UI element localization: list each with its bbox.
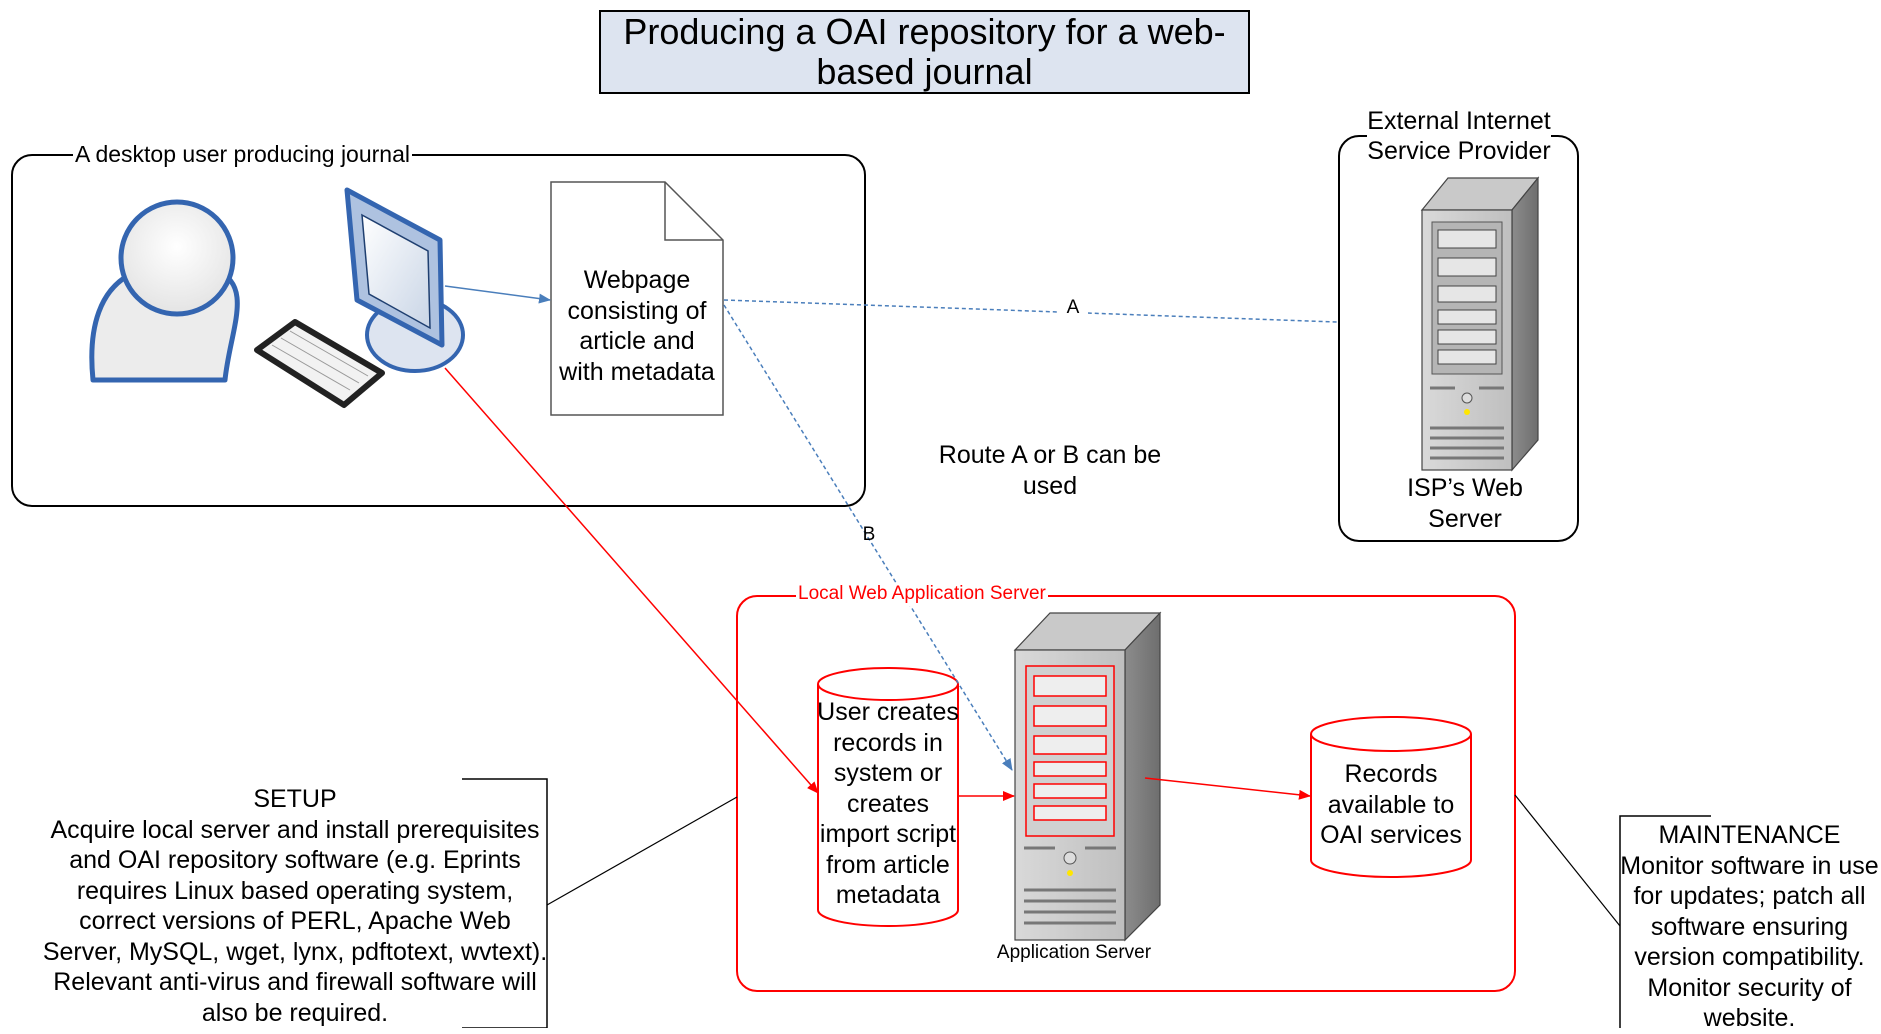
- route-a-label: A: [1058, 297, 1088, 320]
- user-records-database-shape: [817, 667, 959, 927]
- title-box: [599, 10, 1250, 94]
- isp-server-text-line: ISP’s Web: [1407, 474, 1523, 502]
- application-server-label: Application Server: [996, 942, 1152, 963]
- maintenance-line: software ensuring: [1650, 912, 1849, 941]
- route-b-arrow: [723, 304, 1013, 771]
- computer-to-records-arrow: [444, 367, 819, 794]
- setup-line: and OAI repository software (e.g. Eprint…: [69, 846, 521, 874]
- setup-callout-line: [546, 796, 738, 906]
- user-person-icon: [89, 199, 240, 383]
- oai-records-database-shape: [1310, 716, 1472, 878]
- records-text-line: User creates: [817, 698, 959, 726]
- diagram-title: Producing a OAI repository for a web- ba…: [599, 11, 1250, 93]
- setup-line: Relevant anti-virus and firewall softwar…: [53, 968, 537, 996]
- title-line: Producing a OAI repository for a web-: [623, 11, 1226, 52]
- setup-line: requires Linux based operating system,: [76, 876, 514, 905]
- webpage-text-line: article and: [579, 327, 695, 355]
- local-group-frame: [736, 595, 1516, 992]
- maintenance-heading: MAINTENANCE: [1658, 821, 1841, 849]
- maintenance-line: website.: [1703, 1004, 1796, 1032]
- route-a-line: [723, 299, 1338, 323]
- isp-label-line: Service Provider: [1367, 136, 1551, 166]
- local-group-label: Local Web Application Server: [796, 583, 1048, 606]
- isp-group-label: External Internet Service Provider: [1339, 106, 1579, 166]
- oai-text-line: available to: [1327, 790, 1455, 819]
- webpage-node-text: Webpage consisting of article and with m…: [551, 265, 723, 387]
- oai-records-text: Records available to OAI services: [1306, 759, 1476, 851]
- isp-label-line: External Internet: [1367, 106, 1551, 136]
- records-text-line: creates: [847, 789, 929, 818]
- setup-line: also be required.: [201, 998, 389, 1027]
- route-note-line: used: [1022, 471, 1078, 500]
- records-text-line: metadata: [835, 881, 941, 909]
- maintenance-line: for updates; patch all: [1633, 882, 1866, 910]
- isp-server-text-line: Server: [1428, 504, 1502, 533]
- route-note: Route A or B can be used: [925, 440, 1175, 501]
- webpage-text-line: Webpage: [583, 266, 691, 294]
- setup-line: Server, MySQL, wget, lynx, pdftotext, wv…: [42, 937, 548, 966]
- records-text-line: import script: [819, 820, 957, 848]
- title-line: based journal: [816, 51, 1033, 93]
- setup-annotation: SETUP Acquire local server and install p…: [40, 784, 550, 1028]
- webpage-text-line: consisting of: [567, 296, 707, 325]
- route-note-line: Route A or B can be: [938, 441, 1162, 469]
- user-creates-records-text: User creates records in system or create…: [808, 697, 968, 911]
- server-to-oai-arrow: [1144, 777, 1311, 800]
- oai-text-line: OAI services: [1320, 821, 1462, 849]
- oai-text-line: Records: [1344, 760, 1438, 788]
- desktop-computer-icon: [344, 187, 465, 373]
- desktop-group-frame: [11, 154, 866, 507]
- maintenance-line: Monitor software in use: [1620, 851, 1879, 880]
- webpage-text-line: with metadata: [559, 357, 715, 386]
- records-text-line: system or: [833, 759, 943, 787]
- maintenance-line: version compatibility.: [1634, 943, 1865, 971]
- keyboard-icon: [254, 319, 385, 408]
- isp-server-icon: [1420, 176, 1540, 472]
- route-b-label: B: [862, 524, 876, 545]
- computer-to-webpage-arrow: [444, 285, 551, 304]
- maintenance-callout-line: [1514, 794, 1621, 927]
- setup-line: correct versions of PERL, Apache Web: [79, 907, 511, 935]
- setup-heading: SETUP: [253, 785, 337, 813]
- records-text-line: from article: [826, 850, 950, 879]
- isp-server-label: ISP’s Web Server: [1365, 473, 1565, 534]
- application-server-icon: [1013, 611, 1162, 942]
- desktop-group-label: A desktop user producing journal: [73, 141, 412, 169]
- maintenance-line: Monitor security of: [1647, 973, 1852, 1002]
- maintenance-callout-bracket: [1619, 815, 1711, 1028]
- maintenance-annotation: MAINTENANCE Monitor software in use for …: [1618, 820, 1881, 1034]
- setup-line: Acquire local server and install prerequ…: [50, 815, 540, 844]
- setup-callout-bracket: [462, 778, 548, 1028]
- records-text-line: records in: [833, 728, 943, 757]
